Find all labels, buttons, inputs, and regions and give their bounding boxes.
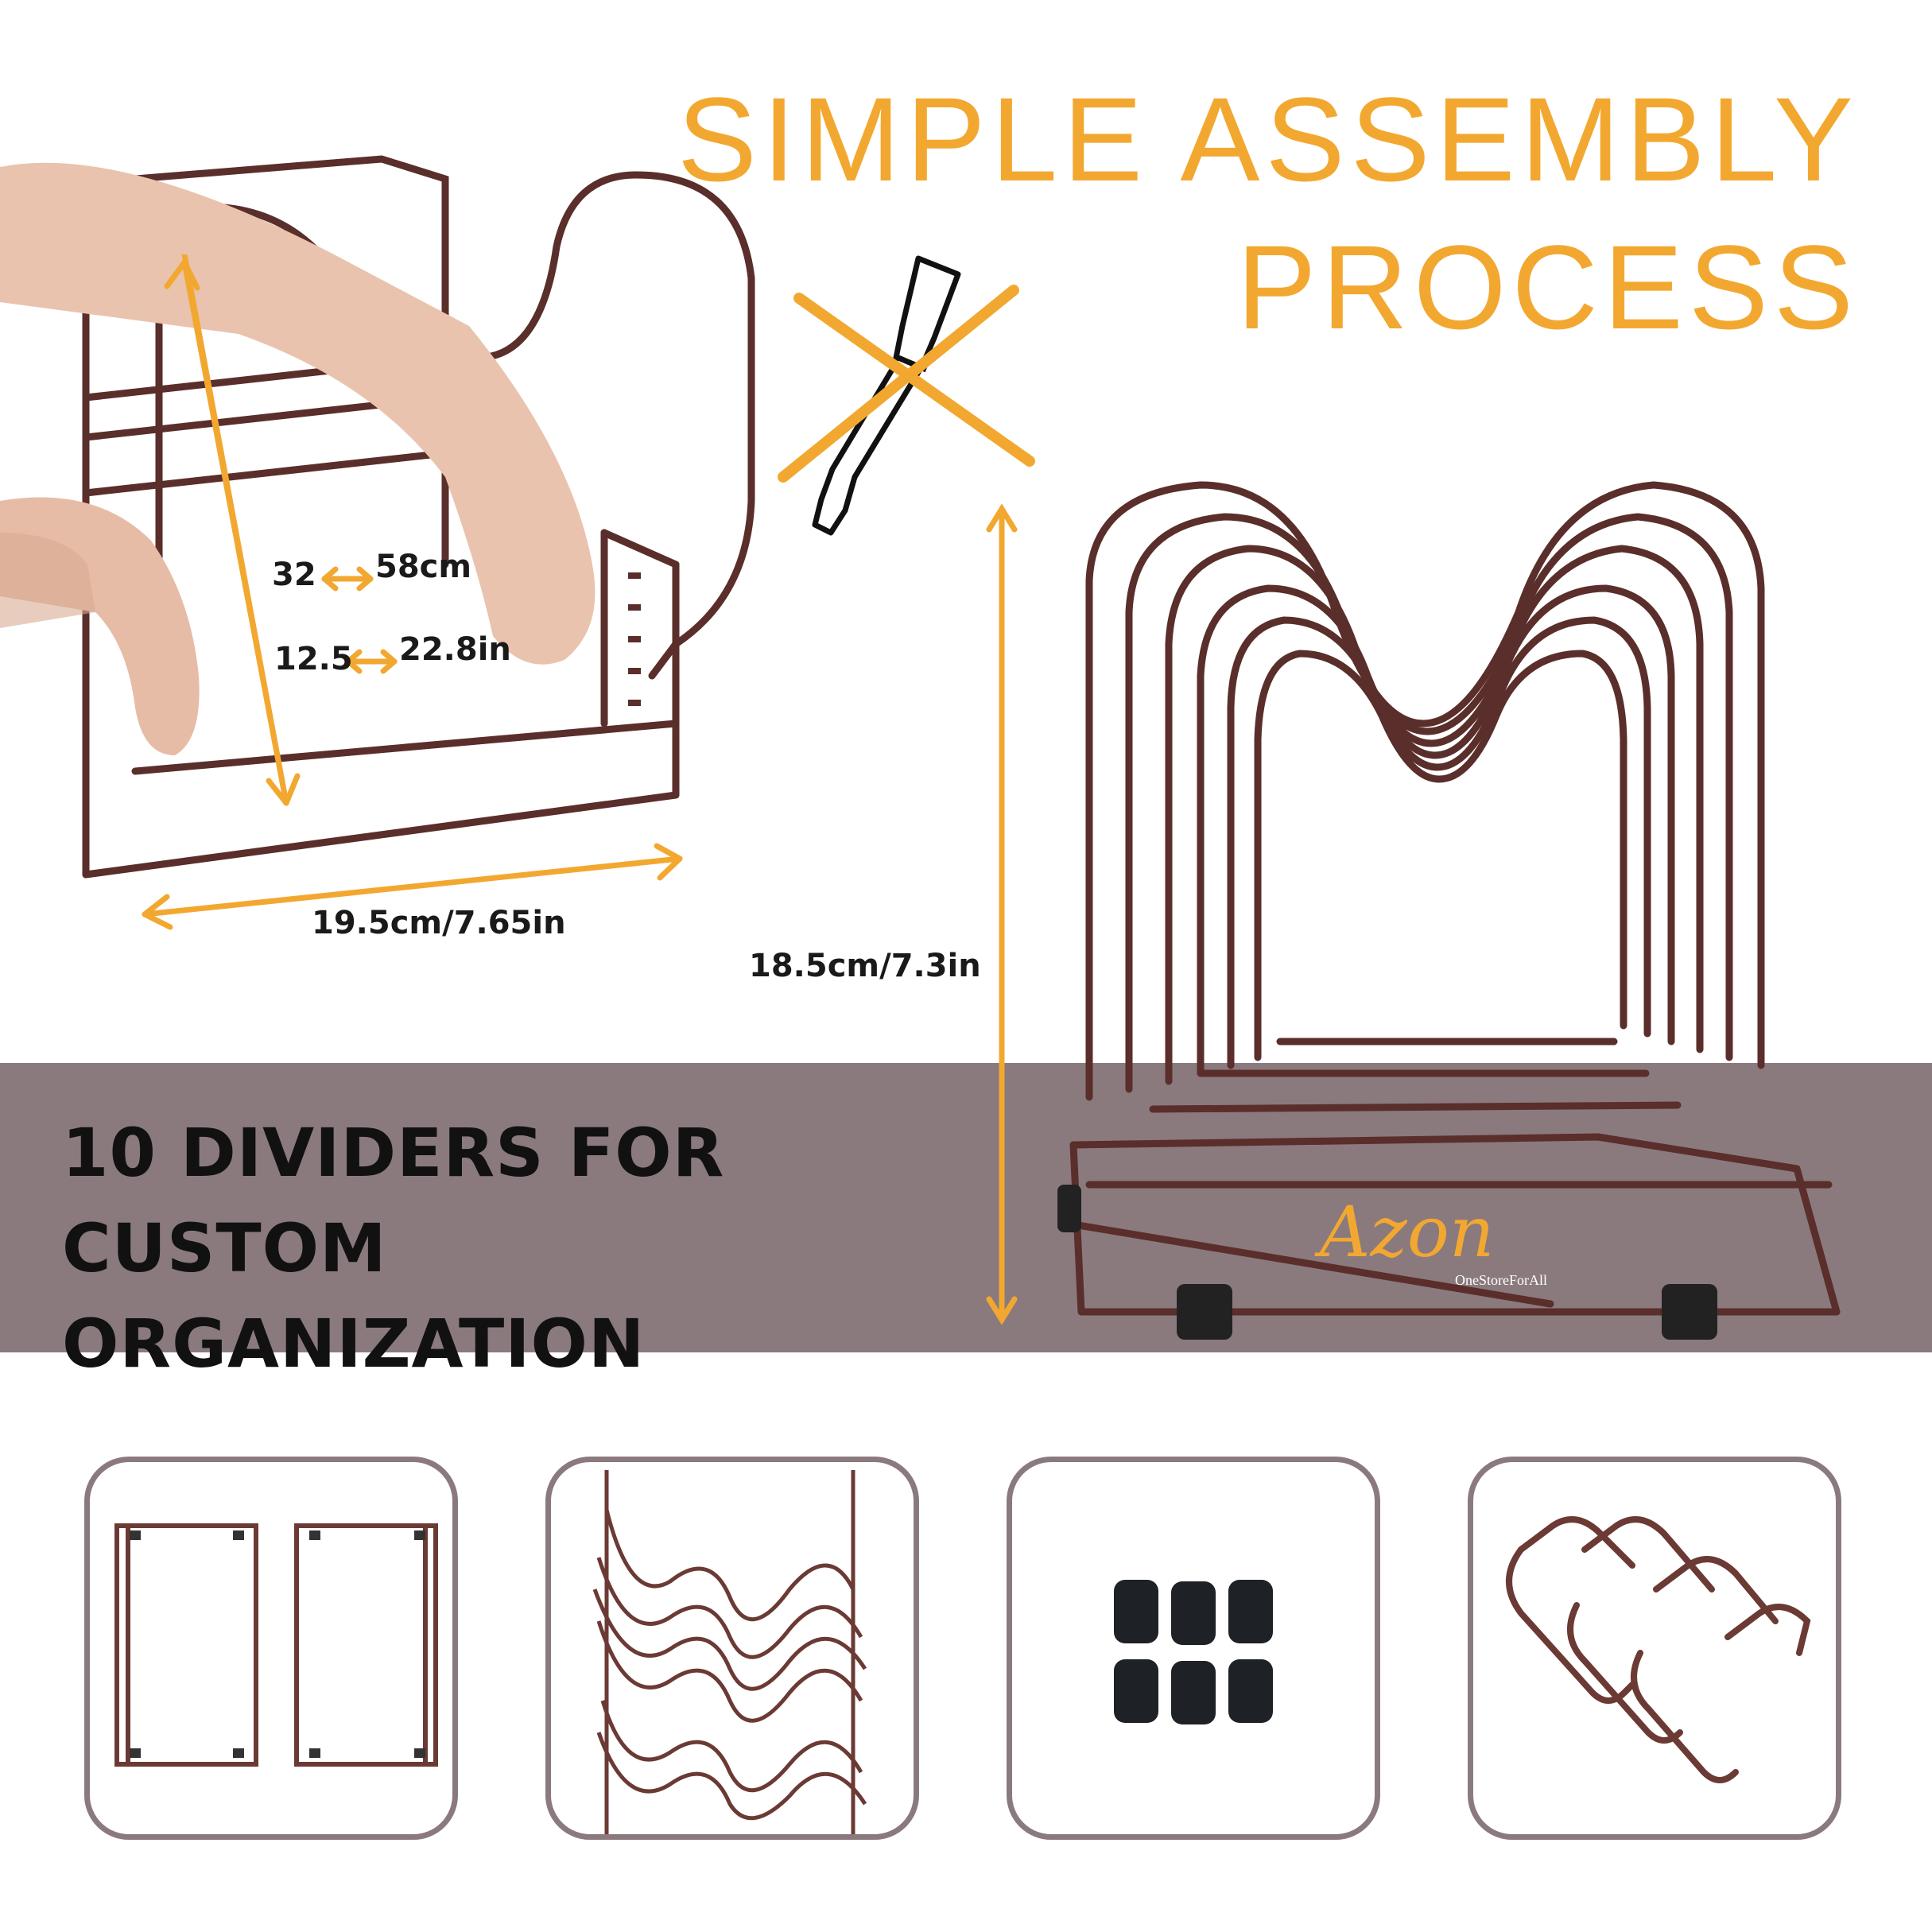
logo-brand: Azon bbox=[1320, 1191, 1495, 1273]
tile-rack-frames bbox=[84, 1457, 458, 1840]
height-label: 18.5cm/7.3in bbox=[749, 948, 981, 984]
dimension-arrows-left bbox=[142, 254, 683, 930]
tile-dividers bbox=[545, 1457, 919, 1840]
s-hooks-image bbox=[1506, 1516, 1811, 1783]
feature-line-1: 10 DIVIDERS FOR CUSTOM bbox=[62, 1114, 725, 1287]
frame-parts-image bbox=[114, 1523, 438, 1767]
rubber-feet-image bbox=[1114, 1580, 1273, 1724]
height-arrow bbox=[986, 503, 1018, 1325]
feature-line-2: ORGANIZATION bbox=[62, 1305, 646, 1383]
expand-cm-min: 32 bbox=[272, 557, 316, 593]
expand-cm-max: 58cm bbox=[375, 549, 472, 585]
assembled-rack bbox=[1057, 481, 1841, 1340]
no-screwdriver-icon bbox=[778, 255, 1035, 536]
assembly-photo bbox=[0, 155, 755, 879]
feature-band-text: 10 DIVIDERS FOR CUSTOM ORGANIZATION bbox=[62, 1105, 1032, 1391]
expand-in-max: 22.8in bbox=[399, 631, 511, 668]
title-line-1: SIMPLE ASSEMBLY bbox=[677, 72, 1859, 206]
tile-rubber-feet bbox=[1007, 1457, 1380, 1840]
divider-parts-image bbox=[592, 1470, 867, 1834]
width-label: 19.5cm/7.65in bbox=[312, 905, 566, 941]
brand-logo: Azon OneStoreForAll bbox=[1320, 1193, 1590, 1296]
title-line-2: PROCESS bbox=[1236, 220, 1859, 354]
feature-band bbox=[0, 1063, 1932, 1352]
page-title: SIMPLE ASSEMBLY PROCESS bbox=[666, 65, 1859, 361]
tile-s-hooks bbox=[1468, 1457, 1841, 1840]
expand-in-min: 12.5 bbox=[274, 641, 353, 677]
logo-tagline: OneStoreForAll bbox=[1455, 1272, 1547, 1288]
